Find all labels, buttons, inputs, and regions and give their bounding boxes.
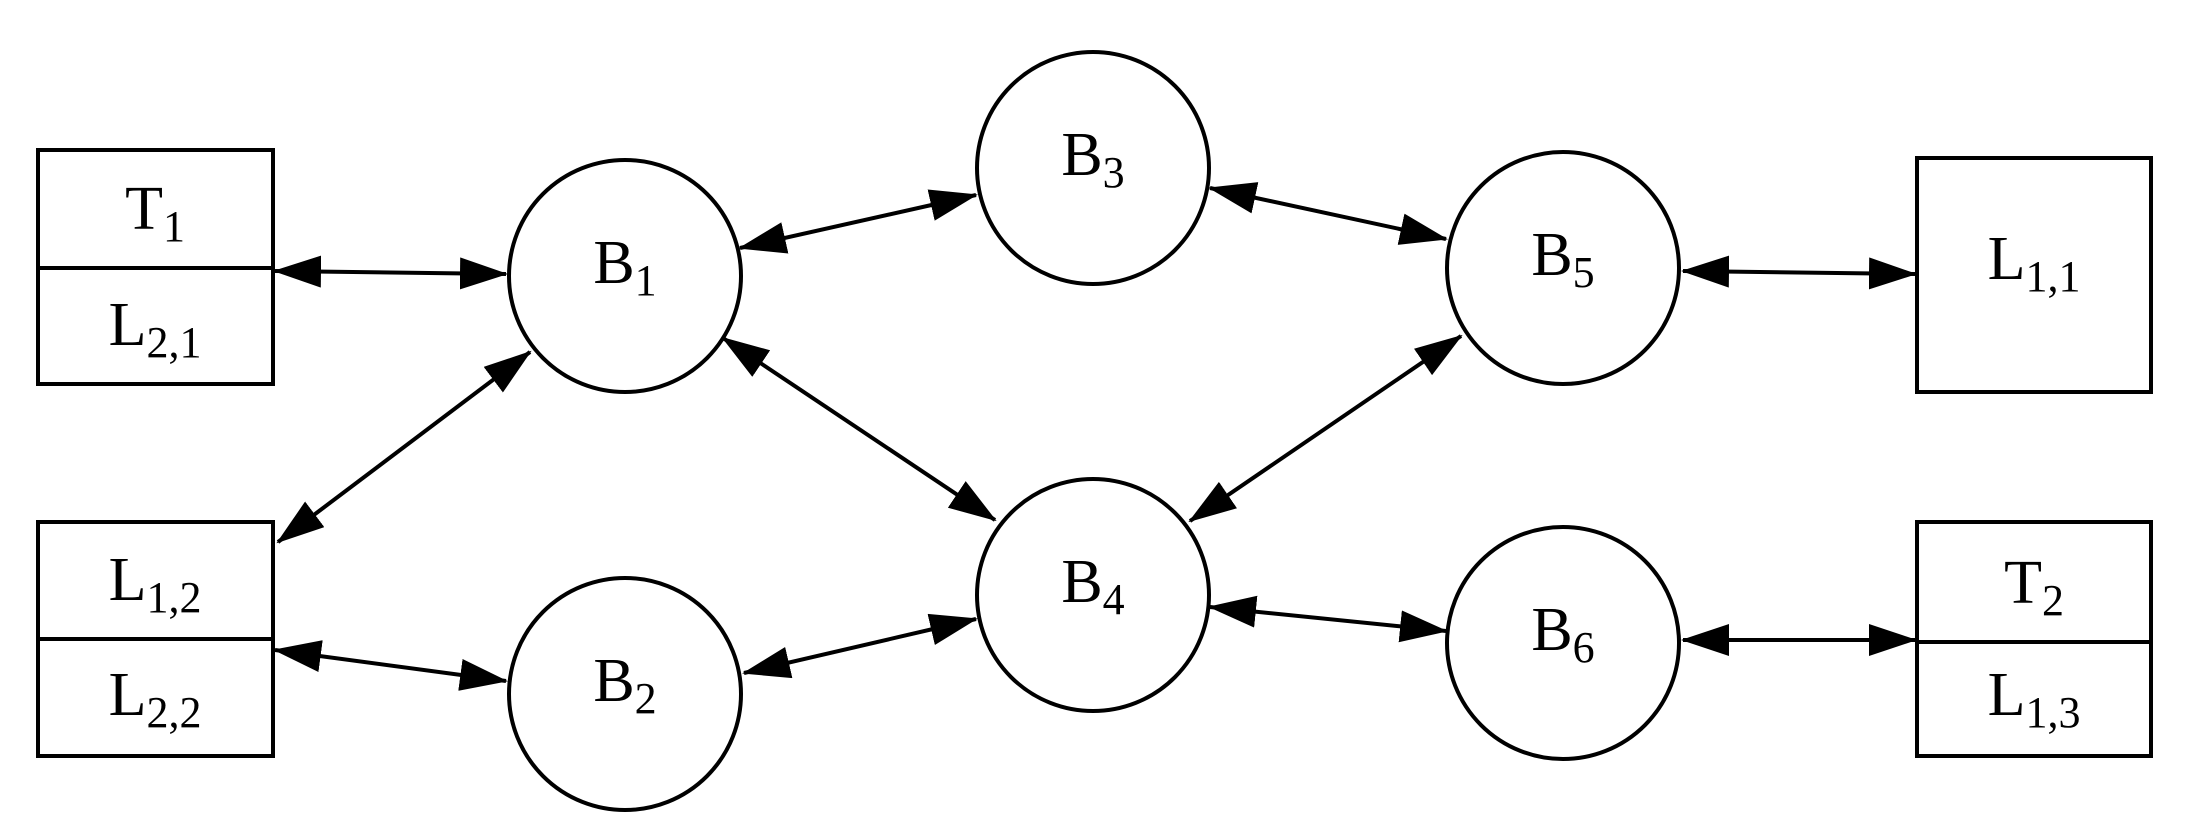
node-b3: B3 <box>975 50 1211 286</box>
edge-t1-b1 <box>273 255 508 290</box>
edge-b1-b3 <box>738 189 978 254</box>
node-t2-label: T2 <box>2004 549 2064 625</box>
edge-b4-b5 <box>1188 334 1463 523</box>
node-t2-l13: T2 L1,3 <box>1915 520 2153 758</box>
edge-l12-b2 <box>273 640 508 691</box>
edge-b2-b4 <box>742 613 978 679</box>
edge-b4-b6 <box>1208 595 1448 643</box>
edges <box>273 182 1917 691</box>
node-b4: B4 <box>975 477 1211 713</box>
node-b5-label: B5 <box>1531 221 1594 297</box>
node-b6: B6 <box>1445 525 1681 761</box>
node-t1-label: T1 <box>125 175 185 251</box>
node-b3-label: B3 <box>1061 121 1124 197</box>
node-l21-label: L2,1 <box>109 291 202 367</box>
node-b5: B5 <box>1445 150 1681 386</box>
edge-b3-b5 <box>1208 182 1448 245</box>
node-l11: L1,1 <box>1915 156 2153 394</box>
node-b1: B1 <box>507 158 743 394</box>
node-b1-label: B1 <box>593 229 656 305</box>
edge-b1-b4 <box>721 336 997 522</box>
node-b2-label: B2 <box>593 647 656 723</box>
node-l12-label: L1,2 <box>109 546 202 622</box>
node-t1-l21: T1 L2,1 <box>36 148 275 386</box>
edge-l12-b1 <box>276 350 532 544</box>
node-b2: B2 <box>507 576 743 812</box>
node-b4-label: B4 <box>1061 548 1124 624</box>
node-l13-label: L1,3 <box>1988 661 2081 737</box>
node-l11-label: L1,1 <box>1988 225 2081 301</box>
edge-b5-l11 <box>1681 255 1917 290</box>
node-l22-label: L2,2 <box>109 661 202 737</box>
node-b6-label: B6 <box>1531 596 1594 672</box>
node-l12-l22: L1,2 L2,2 <box>36 520 275 758</box>
